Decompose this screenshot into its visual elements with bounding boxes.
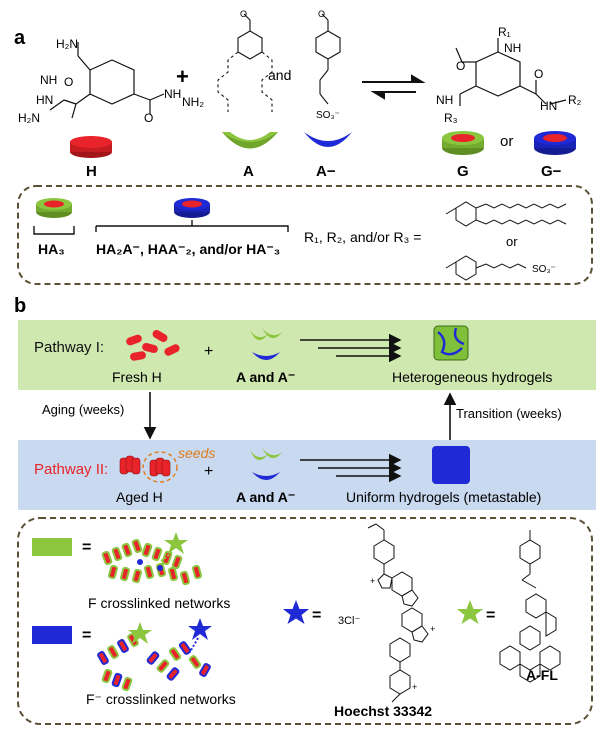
label-ha3: HA₃ (38, 241, 65, 257)
label-mixed: HA₂A⁻, HAA⁻₂, and/or HA⁻₃ (96, 241, 280, 257)
hoechst-plus-3: + (412, 682, 417, 692)
pathway1-title: Pathway I: (34, 339, 104, 356)
disk-G (442, 131, 484, 155)
fm-net-label: F⁻ crosslinked networks (86, 691, 236, 707)
molecule-G (455, 38, 567, 106)
reagents-p1: A and A⁻ (236, 369, 295, 385)
chem-nh-g2: NH (436, 93, 453, 107)
label-G-minus: G− (541, 163, 562, 180)
heterogeneous-hydrogel-icon (433, 325, 469, 361)
product-p2: Uniform hydrogels (metastable) (346, 489, 541, 505)
and-text: and (268, 67, 291, 83)
pathway1-band (18, 320, 596, 390)
transition-label: Transition (weeks) (456, 406, 562, 421)
chem-h2n-top: H₂N (56, 37, 78, 51)
f-minus-network-illustration (97, 618, 212, 692)
arrows-p2 (300, 453, 402, 483)
legend-eq-1: = (82, 539, 91, 556)
afl-structure (499, 530, 561, 683)
chem-o-right: O (144, 111, 153, 125)
disk-mixed (174, 198, 210, 218)
uniform-hydrogel-icon (432, 446, 470, 484)
bracket-mixed (95, 220, 289, 232)
r-group-structure-2 (445, 255, 527, 281)
legend-eq-4: = (486, 607, 495, 624)
f-network-illustration (101, 532, 203, 586)
fresh-h-label: Fresh H (112, 369, 162, 385)
afl-star-icon (457, 600, 483, 624)
reagents-p1-icons (250, 328, 282, 360)
chem-nh-g: NH (504, 41, 521, 55)
chem-o-g2: O (534, 67, 543, 81)
aged-h-label: Aged H (116, 489, 163, 505)
hoechst-plus-2: + (430, 624, 435, 634)
hoechst-cl: 3Cl⁻ (338, 615, 361, 627)
plus-a: + (176, 64, 189, 89)
r-equals: R₁, R₂, and/or R₃ = (304, 229, 421, 245)
chem-so3-am: SO₃⁻ (316, 110, 340, 121)
chem-nh2-right: NH₂ (182, 95, 204, 109)
reagents-p2-icons (250, 448, 282, 480)
label-G: G (457, 163, 469, 180)
f-net-label: F crosslinked networks (88, 595, 230, 611)
legend-eq-3: = (312, 607, 321, 624)
plus-p2: + (204, 463, 213, 480)
bowl-A-shade (222, 132, 278, 149)
disk-HA3 (36, 198, 72, 218)
plus-p1: + (204, 343, 213, 360)
molecule-H (49, 42, 165, 119)
seeds-circle (142, 451, 178, 483)
hoechst-plus-1: + (370, 576, 375, 586)
molecule-A-minus (315, 13, 341, 105)
chem-o-ald-am: O (318, 9, 325, 19)
chem-r3: R₃ (444, 111, 458, 125)
fresh-H-pills (126, 330, 180, 361)
or-r: or (506, 234, 518, 249)
bracket-ha3 (33, 226, 75, 235)
dashed-box-a (17, 185, 593, 285)
legend-green-square (32, 538, 72, 556)
equilibrium-arrows (362, 74, 426, 100)
afl-label: A-FL (526, 667, 558, 683)
disk-G-minus (534, 131, 576, 155)
legend-blue-square (32, 626, 72, 644)
aged-H-stacks (119, 455, 171, 477)
reagents-p2: A and A⁻ (236, 489, 295, 505)
disk-H (70, 136, 112, 158)
chem-h2n-bottom: H₂N (18, 111, 40, 125)
chem-nh-top: NH (40, 73, 57, 87)
arrows-p1 (300, 333, 402, 363)
hoechst-label: Hoechst 33342 (334, 703, 432, 719)
dashed-box-b (17, 517, 593, 725)
panel-b-label: b (14, 295, 26, 317)
panel-a-label: a (14, 27, 26, 49)
chem-o-g1: O (456, 59, 465, 73)
bowl-A-minus (304, 132, 352, 147)
hoechst-structure (367, 523, 429, 703)
chem-r1: R₁ (498, 25, 511, 39)
chem-o-left: O (64, 75, 73, 89)
molecule-A (217, 13, 273, 112)
label-H: H (86, 163, 97, 180)
chem-o-ald-a: O (240, 9, 247, 19)
chem-r2: R₂ (568, 93, 582, 107)
label-A-minus: A− (316, 163, 336, 180)
r-group-structure-1 (445, 201, 567, 227)
hoechst-star-icon (283, 600, 309, 624)
chem-hn-g: HN (540, 99, 557, 113)
chem-hn-left: HN (36, 93, 53, 107)
label-A: A (243, 163, 254, 180)
or-g: or (500, 133, 513, 150)
pathway2-band (18, 440, 596, 510)
pathway2-title: Pathway II: (34, 461, 108, 478)
r-so3: SO₃⁻ (532, 264, 556, 275)
seeds-label: seeds (178, 445, 215, 461)
product-p1: Heterogeneous hydrogels (392, 369, 552, 385)
chem-nh-right: NH (164, 87, 181, 101)
legend-eq-2: = (82, 627, 91, 644)
aging-label: Aging (weeks) (42, 402, 124, 417)
